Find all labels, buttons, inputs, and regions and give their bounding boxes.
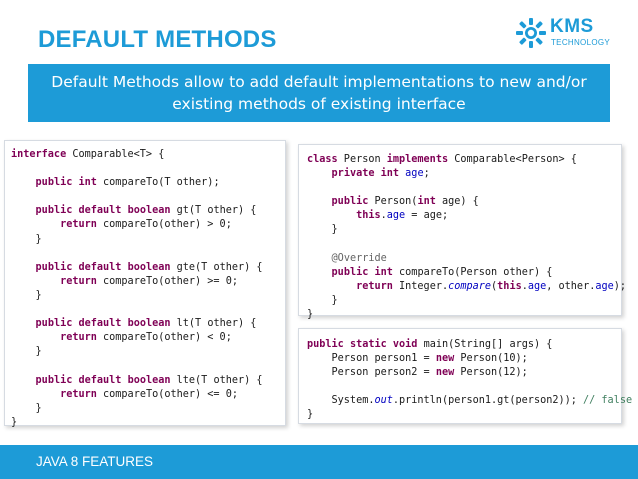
person-code-line: } xyxy=(307,309,314,321)
person-code-line: return Integer.compare(this.age, other.a… xyxy=(356,280,627,292)
interface-code-line: } xyxy=(11,289,42,301)
main-method-code-panel: public static void main(String[] args) {… xyxy=(298,328,633,424)
interface-code-line: public default boolean gt(T other) { xyxy=(35,205,257,217)
main-code-line: Person person2 = new Person(12); xyxy=(307,367,528,379)
person-code-line: class Person implements Comparable<Perso… xyxy=(307,154,577,165)
interface-code-line: public int compareTo(T other); xyxy=(35,177,220,189)
interface-code-line: } xyxy=(11,346,42,358)
interface-code-line: ​ xyxy=(11,359,279,373)
interface-code-line: public default boolean lte(T other) { xyxy=(35,374,263,386)
person-code-line: @Override xyxy=(331,252,387,264)
interface-code-panel: interface Comparable<T> { ​ public int co… xyxy=(4,140,286,428)
person-code-line: } xyxy=(307,224,338,236)
main-code-line: System.out.println(person1.gt(person2));… xyxy=(307,395,633,407)
person-code-line: this.age = age; xyxy=(356,210,449,222)
company-logo: KMS TECHNOLOGY xyxy=(514,14,614,54)
banner-line-2: existing methods of existing interface xyxy=(172,95,466,113)
person-class-code-panel: class Person implements Comparable<Perso… xyxy=(298,144,627,320)
person-code-line: public Person(int age) { xyxy=(331,196,479,208)
main-code-line: ​ xyxy=(307,380,613,394)
interface-code-line: } xyxy=(11,416,18,428)
footer-label: JAVA 8 FEATURES xyxy=(36,454,154,469)
logo-name: KMS xyxy=(550,16,594,37)
interface-code-line: return compareTo(other) >= 0; xyxy=(60,275,238,287)
interface-code-line: return compareTo(other) > 0; xyxy=(60,219,232,231)
person-code-line: private int age; xyxy=(331,168,430,180)
person-code-line: ​ xyxy=(307,181,613,195)
interface-code-line: interface Comparable<T> { xyxy=(11,149,165,160)
person-code-line: public int compareTo(Person other) { xyxy=(331,266,553,278)
interface-code-line: return compareTo(other) < 0; xyxy=(60,332,232,344)
banner-line-1: Default Methods allow to add default imp… xyxy=(51,73,587,91)
main-code-line: public static void main(String[] args) { xyxy=(307,339,553,350)
interface-code-line: ​ xyxy=(11,303,279,317)
footer-bar: JAVA 8 FEATURES xyxy=(0,445,638,479)
main-code-line: } xyxy=(307,409,314,421)
interface-code-line: ​ xyxy=(11,247,279,261)
person-code-line: ​ xyxy=(307,238,613,252)
interface-code-line: } xyxy=(11,402,42,414)
interface-code-line: ​ xyxy=(11,190,279,204)
interface-code-line: public default boolean gte(T other) { xyxy=(35,261,263,273)
description-banner: Default Methods allow to add default imp… xyxy=(28,64,610,122)
person-code-line: } xyxy=(307,294,338,306)
kms-logo-icon xyxy=(516,18,546,48)
logo-tagline: TECHNOLOGY xyxy=(551,38,611,47)
interface-code-line: ​ xyxy=(11,162,279,176)
slide-title: DEFAULT METHODS xyxy=(38,26,277,53)
interface-code-line: return compareTo(other) <= 0; xyxy=(60,388,238,400)
main-code-line: Person person1 = new Person(10); xyxy=(307,353,528,365)
interface-code-line: } xyxy=(11,233,42,245)
interface-code-line: public default boolean lt(T other) { xyxy=(35,318,257,330)
